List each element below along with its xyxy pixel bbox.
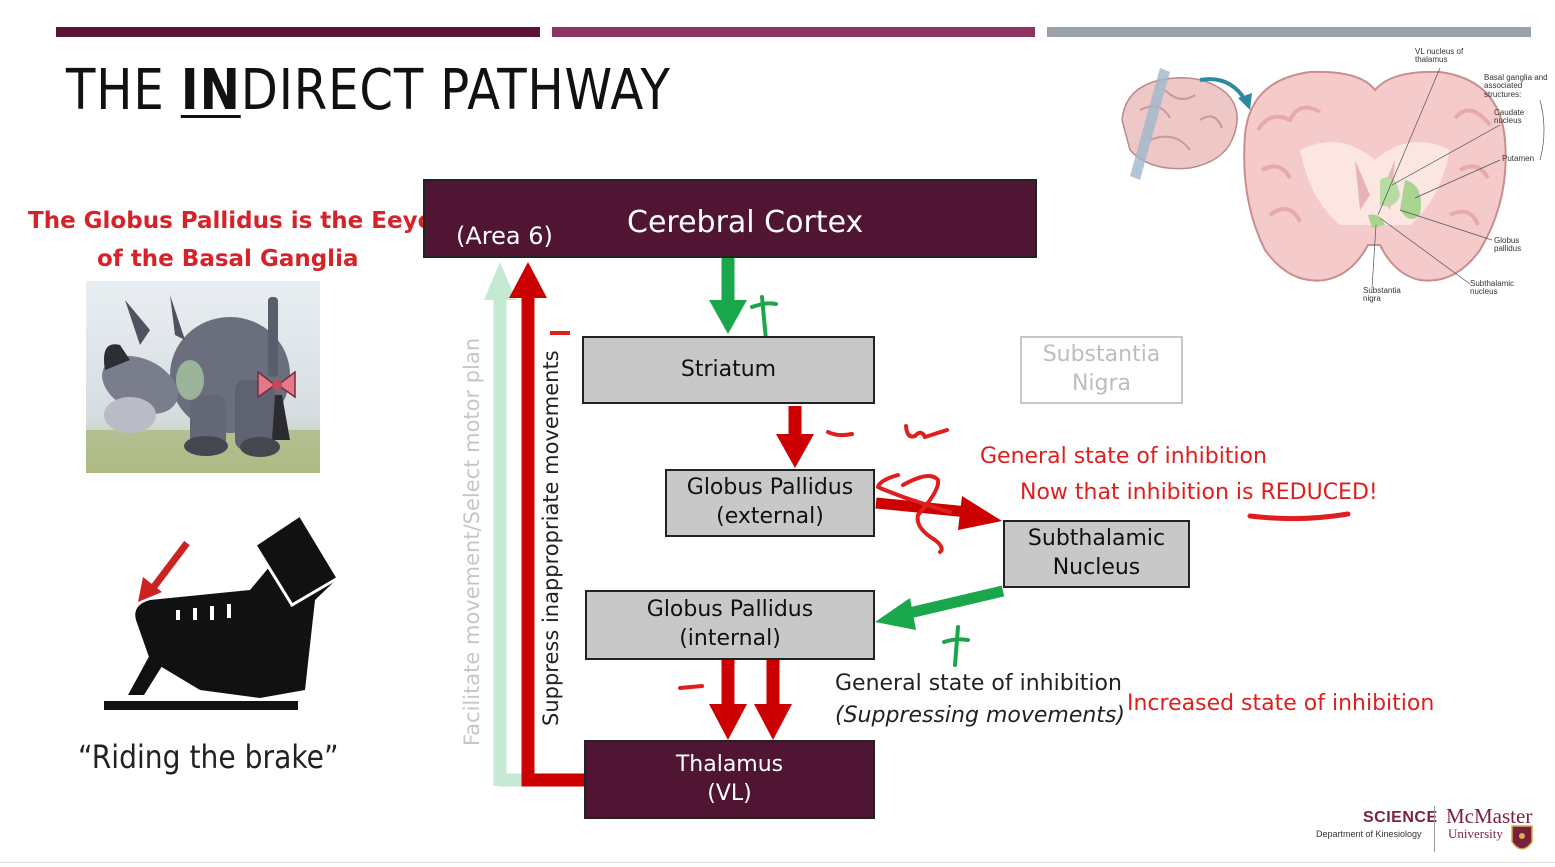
stn-gpi-arrow [903,585,1005,620]
bottom-rule [0,862,1555,863]
gpe-stn-arrow [875,497,969,518]
science-label: SCIENCE [1363,809,1438,826]
header-bar-1 [56,27,540,37]
university-word: University [1448,826,1503,841]
inhibition-reduced-annotation: Now that inhibition is REDUCED! [1020,480,1378,505]
gpi-inhibition-annotation: General state of inhibition [835,671,1122,696]
increased-inhibition-annotation: Increased state of inhibition [1127,691,1435,716]
brain-label-subthalamic: Subthalamic nucleus [1470,279,1515,297]
brain-label-globus: Globus pallidus [1494,236,1522,254]
thalamus-box: Thalamus(VL) [584,740,875,819]
brake-caption: “Riding the brake” [78,738,339,776]
brain-label-nigra: Substantia nigra [1363,286,1401,304]
page-title: THE INDIRECT PATHWAY [66,58,671,123]
university-name: McMaster [1446,804,1533,828]
eeyore-caption-line1: The Globus Pallidus is the Eeyore [28,208,461,234]
brain-label-basal: Basal ganglia and associated structures: [1484,73,1548,99]
gp-external-box: Globus Pallidus(external) [665,469,875,537]
cortex-label: Cerebral Cortex [627,205,864,240]
brain-label-vl: VL nucleus of thalamus [1415,47,1464,65]
cerebral-cortex-box: Cerebral Cortex (Area 6) [423,179,1037,258]
header-bar-2 [552,27,1035,37]
brain-label-putamen: Putamen [1502,154,1535,163]
suppress-movements-label: Suppress inappropriate movements [539,350,563,726]
header-bar-3 [1047,27,1531,37]
gp-internal-box: Globus Pallidus(internal) [585,590,875,660]
cortex-area-label: (Area 6) [456,222,553,250]
striatum-box: Striatum [582,336,875,404]
logo-divider [1434,806,1435,852]
gpi-suppressing-annotation: (Suppressing movements) [835,703,1125,728]
general-inhibition-annotation: General state of inhibition [980,444,1267,469]
brain-label-caudate: Caudate nucleus [1494,108,1525,126]
eeyore-caption-line2: of the Basal Ganglia [97,246,359,272]
facilitate-movement-label: Facilitate movement/Select motor plan [460,337,484,746]
department-label: Department of Kinesiology [1316,829,1422,839]
